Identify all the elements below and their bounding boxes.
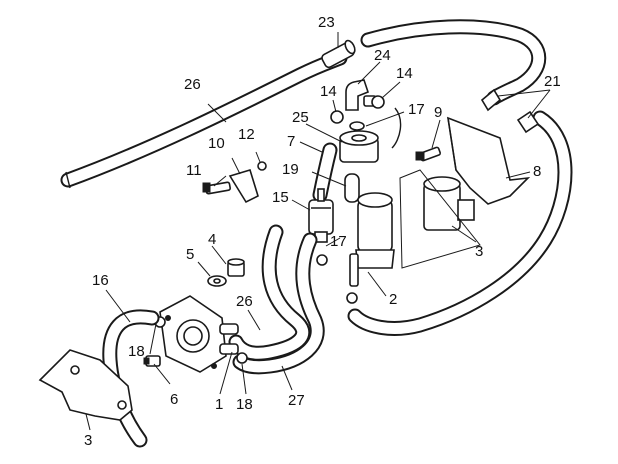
grommet-25 xyxy=(339,130,379,163)
hose-26-long xyxy=(60,50,348,189)
hose-top-right xyxy=(360,19,547,106)
bolt-4 xyxy=(227,258,245,277)
washer-5 xyxy=(207,275,227,287)
clamp-pump xyxy=(316,254,328,266)
clamp-17b xyxy=(346,292,358,304)
bolt-9 xyxy=(415,146,442,162)
bracket-10 xyxy=(228,169,259,204)
bolt-6 xyxy=(143,355,161,367)
pump-clamp-3 xyxy=(423,176,475,231)
nut-12 xyxy=(257,161,267,171)
clamp-18b xyxy=(236,352,248,364)
fitting-21a xyxy=(480,88,502,112)
fuel-filter-15 xyxy=(308,188,334,243)
bracket-8 xyxy=(446,116,531,205)
elbow-fitting-24 xyxy=(345,79,377,111)
clamp-14a xyxy=(330,110,344,124)
leader-lines xyxy=(85,32,551,431)
hose-19 xyxy=(344,173,360,203)
clamp-14b xyxy=(371,95,385,109)
hose-27 xyxy=(232,232,325,375)
hose-7 xyxy=(391,107,402,149)
connector-23 xyxy=(321,39,356,69)
hose-16 xyxy=(102,309,160,448)
hose-right-loop xyxy=(347,110,573,336)
ring-17a xyxy=(349,121,365,131)
regulator-1 xyxy=(159,295,239,373)
fuel-pump-2 xyxy=(349,192,395,287)
fitting-21b xyxy=(516,110,540,134)
hose-26-lower xyxy=(228,224,311,361)
bolt-11 xyxy=(202,181,231,195)
pump-assembly-outline xyxy=(399,169,481,269)
bracket-3-lower xyxy=(38,349,133,421)
